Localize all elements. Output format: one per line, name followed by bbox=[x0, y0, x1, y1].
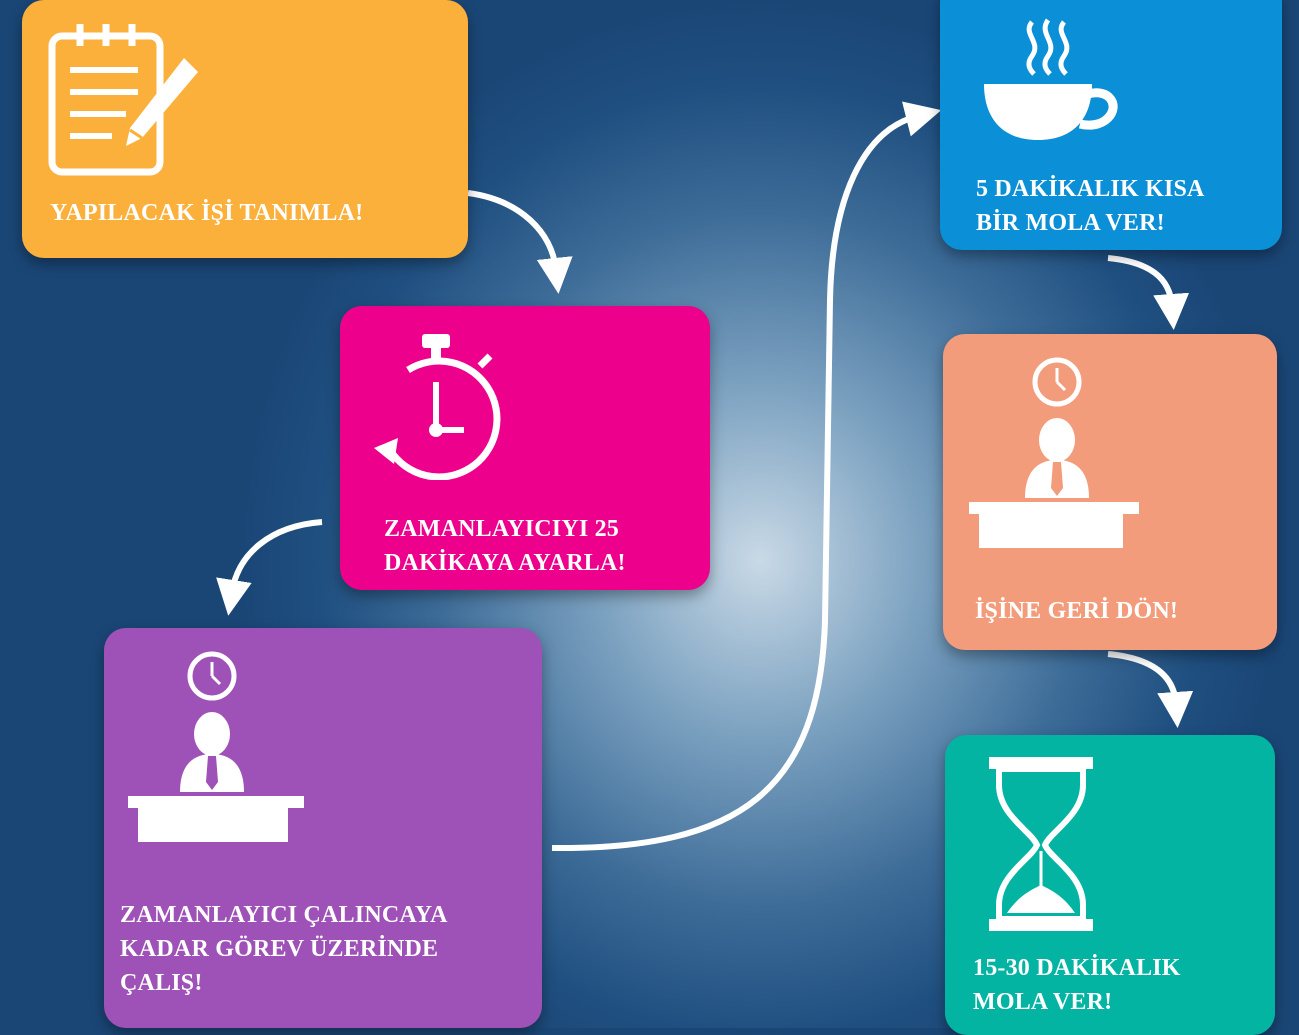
worker-at-desk-icon bbox=[126, 642, 306, 842]
arrow-step3-to-step4 bbox=[551, 101, 942, 852]
stopwatch-icon bbox=[368, 330, 508, 480]
step-label-set-timer: ZAMANLAYICIYI 25 DAKİKAYA AYARLA! bbox=[384, 516, 626, 576]
step-card-back-to-work: İŞİNE GERİ DÖN! bbox=[943, 334, 1277, 650]
notepad-pencil-icon bbox=[46, 20, 206, 180]
arrow-step2-to-step3 bbox=[216, 519, 323, 616]
arrow-step1-to-step2 bbox=[467, 190, 573, 294]
step-card-short-break: 5 DAKİKALIK KISA BİR MOLA VER! bbox=[940, 0, 1282, 250]
step-label-short-break: 5 DAKİKALIK KISA BİR MOLA VER! bbox=[976, 176, 1205, 236]
step-label-work-on-task: ZAMANLAYICI ÇALINCAYA KADAR GÖREV ÜZERİN… bbox=[120, 902, 448, 996]
step-label-long-break: 15-30 DAKİKALIK MOLA VER! bbox=[973, 955, 1181, 1015]
arrow-step4-to-step5 bbox=[1107, 255, 1190, 330]
coffee-cup-icon bbox=[980, 18, 1120, 148]
arrow-step5-to-step6 bbox=[1107, 651, 1194, 728]
step-card-define-task: YAPILACAK İŞİ TANIMLA! bbox=[22, 0, 468, 258]
step-card-set-timer: ZAMANLAYICIYI 25 DAKİKAYA AYARLA! bbox=[340, 306, 710, 590]
step-label-define-task: YAPILACAK İŞİ TANIMLA! bbox=[50, 200, 364, 226]
worker-at-desk-icon bbox=[963, 348, 1143, 548]
step-label-back-to-work: İŞİNE GERİ DÖN! bbox=[975, 598, 1179, 624]
step-card-long-break: 15-30 DAKİKALIK MOLA VER! bbox=[945, 735, 1275, 1035]
step-card-work-on-task: ZAMANLAYICI ÇALINCAYA KADAR GÖREV ÜZERİN… bbox=[104, 628, 542, 1028]
hourglass-icon bbox=[985, 755, 1105, 935]
